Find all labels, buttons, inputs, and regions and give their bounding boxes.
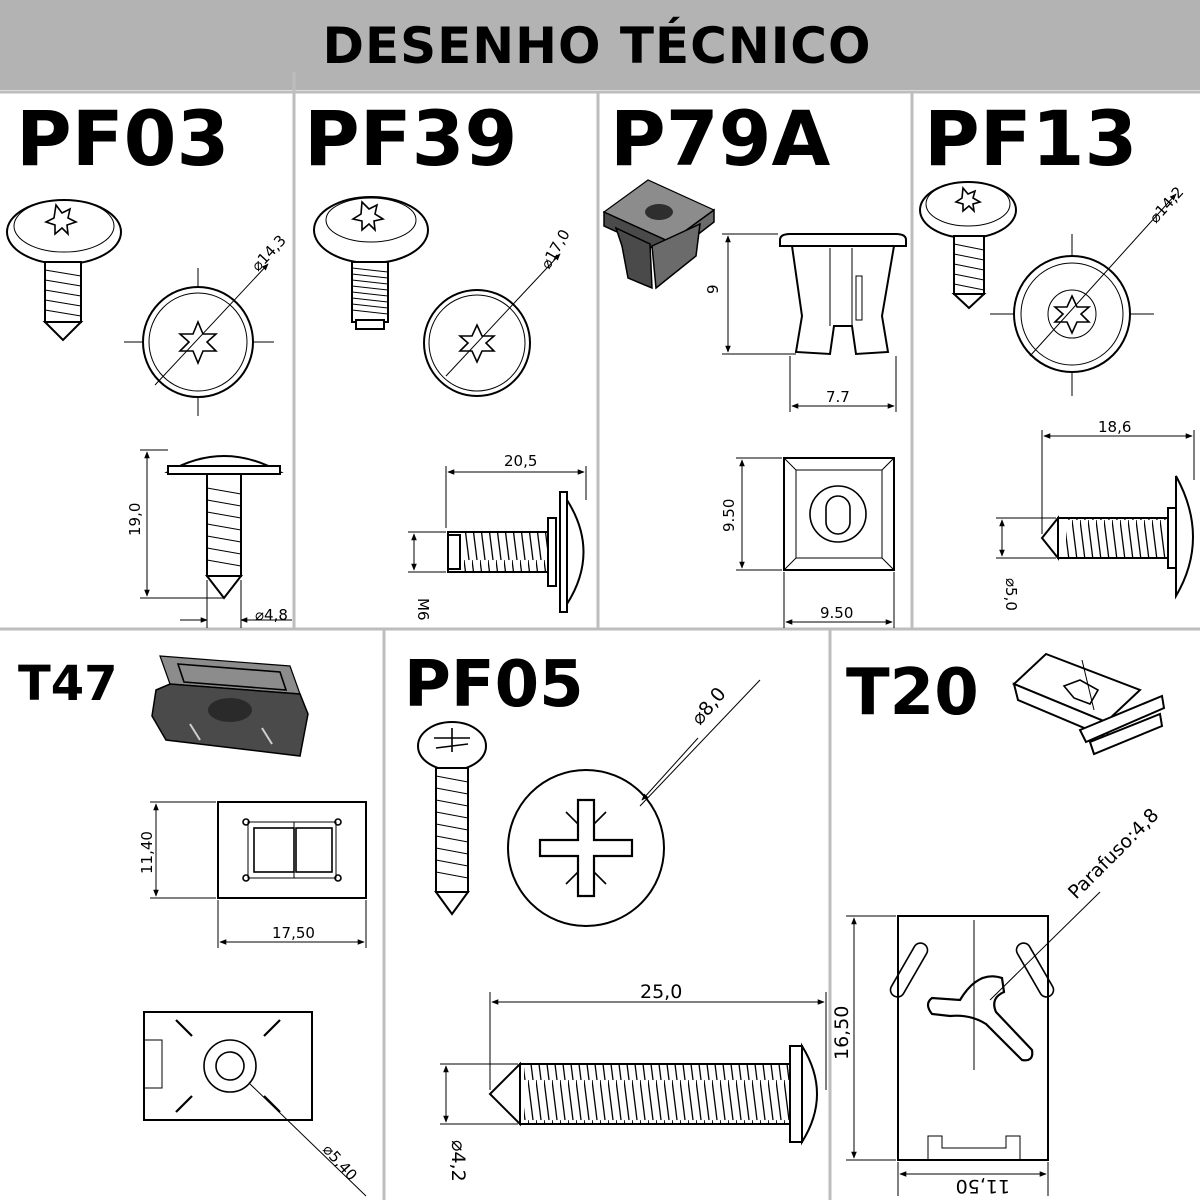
part-code-pf05: PF05 — [404, 648, 584, 722]
dim-height-t47: 11,40 — [138, 831, 156, 874]
dim-width-p79a: 7.7 — [826, 388, 850, 406]
dim-width-t20: 11,50 — [956, 1175, 1010, 1197]
side-view-pf39: 20,5 M6 — [408, 452, 587, 621]
side-view-pf03: 19,0 ⌀4,8 — [126, 449, 292, 628]
part-code-pf13: PF13 — [924, 94, 1137, 183]
part-code-t47: T47 — [18, 656, 118, 712]
dim-length-pf03: 19,0 — [126, 503, 144, 536]
front-view-pf39: ⌀17,0 — [423, 226, 574, 397]
dim-width-t47: 17,50 — [272, 924, 315, 942]
part-code-pf39: PF39 — [304, 94, 517, 183]
dim-diameter-pf03: ⌀14,3 — [248, 231, 290, 274]
bottom-view-t47: ⌀5,40 — [143, 1011, 367, 1197]
dim-thread-pf13: ⌀5,0 — [1002, 578, 1020, 611]
dim-thread-pf05: ⌀4,2 — [447, 1140, 469, 1182]
dim-thread-pf39: M6 — [414, 598, 432, 621]
panel-pf05: PF05 ⌀8,0 — [404, 648, 827, 1182]
panel-p79a: P79A 9 7.7 — [602, 94, 907, 628]
dim-square-width-p79a: 9.50 — [820, 604, 853, 622]
nut-3d-p79a — [602, 179, 716, 290]
side-view-p79a: 9 7.7 — [704, 233, 907, 412]
screw-3d-pf03 — [6, 199, 122, 342]
dim-thread-pf03: ⌀4,8 — [255, 606, 288, 624]
dim-diameter-pf13: ⌀14,2 — [1146, 183, 1188, 227]
dim-screw-t20: Parafuso:4,8 — [1064, 804, 1163, 903]
part-code-pf03: PF03 — [16, 94, 229, 183]
clip-3d-t47 — [151, 655, 309, 757]
side-view-pf05: 25,0 ⌀4,2 — [440, 981, 827, 1182]
side-view-pf13: 18,6 ⌀5,0 — [996, 418, 1195, 611]
header-band — [0, 0, 1200, 90]
header: DESENHO TÉCNICO — [0, 0, 1200, 90]
screw-3d-pf13 — [919, 181, 1017, 310]
dim-hole-t47: ⌀5,40 — [319, 1141, 361, 1185]
panel-dividers — [0, 72, 1200, 1200]
panel-t47: T47 11,40 17,50 — [18, 655, 367, 1197]
screw-3d-pf05 — [417, 721, 487, 916]
dim-diameter-pf05: ⌀8,0 — [687, 683, 731, 729]
panel-t20: T20 Parafuso:4,8 16,50 11,50 — [831, 652, 1166, 1197]
clip-3d-t20 — [1012, 652, 1166, 756]
panel-pf03: PF03 ⌀14,3 — [6, 94, 292, 628]
top-view-t47: 11,40 17,50 — [138, 801, 367, 948]
dim-height-p79a: 9 — [704, 284, 722, 294]
front-view-pf13: ⌀14,2 — [990, 183, 1187, 396]
top-view-t20: Parafuso:4,8 16,50 11,50 — [831, 804, 1163, 1197]
dim-length-pf39: 20,5 — [504, 452, 537, 470]
front-view-pf03: ⌀14,3 — [124, 231, 290, 416]
dim-length-pf13: 18,6 — [1098, 418, 1131, 436]
page-title: DESENHO TÉCNICO — [322, 16, 871, 75]
dim-diameter-pf39: ⌀17,0 — [537, 226, 574, 272]
part-code-t20: T20 — [846, 656, 979, 730]
screw-3d-pf39 — [313, 196, 429, 330]
dim-height-t20: 16,50 — [831, 1006, 853, 1060]
top-view-p79a: 9.50 9.50 — [720, 457, 895, 628]
dim-square-height-p79a: 9.50 — [720, 499, 738, 532]
panel-pf13: PF13 ⌀14,2 — [919, 94, 1195, 611]
part-code-p79a: P79A — [610, 94, 830, 183]
dim-length-pf05: 25,0 — [640, 981, 682, 1003]
panel-pf39: PF39 ⌀17,0 — [304, 94, 587, 621]
